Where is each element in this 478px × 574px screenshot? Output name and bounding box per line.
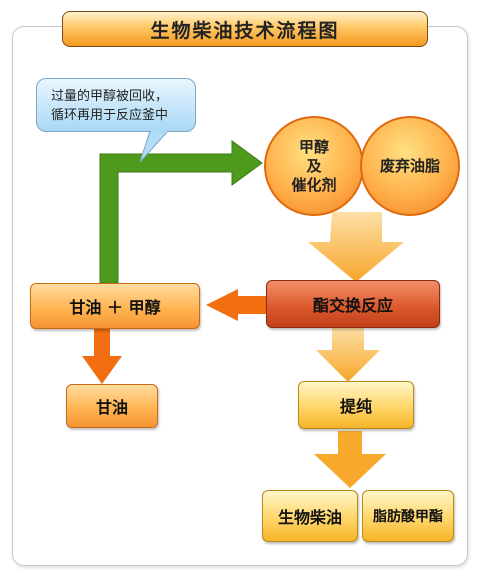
mix-to-glycerol-arrow <box>82 329 122 384</box>
input-arrow <box>308 212 404 282</box>
reaction-to-purification-arrow <box>316 327 380 382</box>
fatty-acid-methyl-ester-label: 脂肪酸甲酯 <box>373 509 443 525</box>
transesterification-node: 酯交换反应 <box>266 280 440 328</box>
waste-oil-label: 废弃油脂 <box>379 156 440 175</box>
catalyst-label: 催化剂 <box>291 175 337 194</box>
biodiesel-label: 生物柴油 <box>277 508 342 527</box>
glycerol-node: 甘油 <box>66 384 158 428</box>
methanol-catalyst-node: 甲醇 及 催化剂 <box>264 116 364 216</box>
recycle-note: 过量的甲醇被回收， 循环再用于反应釜中 <box>36 78 196 132</box>
purification-node: 提纯 <box>298 381 414 429</box>
reaction-to-mix-arrow <box>206 289 266 321</box>
glycerol-label: 甘油 <box>95 398 128 417</box>
recycle-note-line2: 循环再用于反应釜中 <box>51 108 169 123</box>
and-label: 及 <box>306 156 322 175</box>
methanol-label: 甲醇 <box>298 137 329 156</box>
recycle-arrow <box>99 140 263 284</box>
glycerol-methanol-label: 甘油 ＋ 甲醇 <box>69 298 161 317</box>
waste-oil-node: 废弃油脂 <box>360 116 460 216</box>
biodiesel-node: 生物柴油 <box>262 490 358 542</box>
transesterification-label: 酯交换反应 <box>312 296 393 315</box>
fatty-acid-methyl-ester-node: 脂肪酸甲酯 <box>362 490 454 542</box>
note-tail-joint <box>151 130 167 133</box>
purification-to-product-arrow <box>314 431 386 488</box>
recycle-note-line1: 过量的甲醇被回收， <box>51 89 169 104</box>
diagram-title: 生物柴油技术流程图 <box>62 11 428 47</box>
glycerol-methanol-node: 甘油 ＋ 甲醇 <box>30 283 200 329</box>
purification-label: 提纯 <box>339 397 372 416</box>
